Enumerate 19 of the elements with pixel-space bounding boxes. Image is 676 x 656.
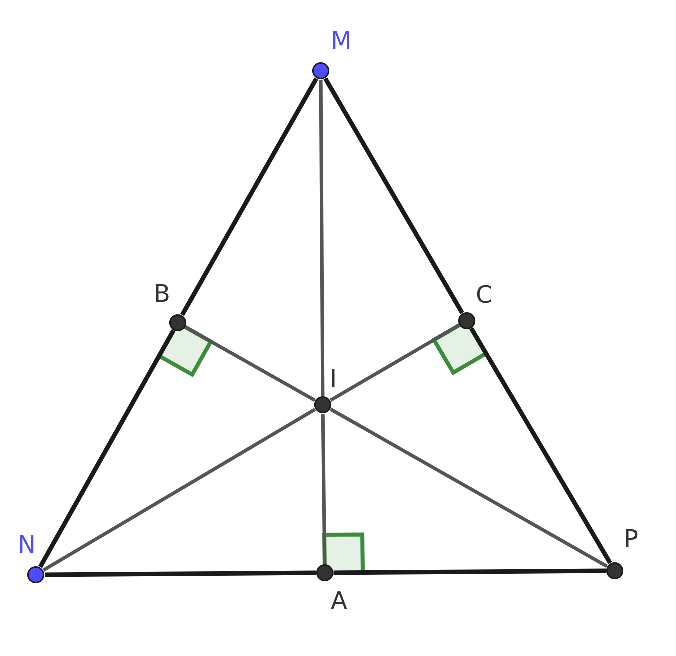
line-segment: [42, 408, 316, 572]
line-segment: [324, 78, 464, 314]
line-segment: [44, 570, 316, 578]
line-segment: [330, 408, 608, 568]
line-segment: [470, 328, 612, 564]
point-label: C: [476, 282, 493, 308]
line-segment: [330, 324, 460, 402]
line-segment: [319, 80, 325, 396]
line-segment: [38, 330, 176, 568]
line-segment: [184, 326, 316, 402]
point-label: M: [331, 28, 352, 54]
point-label: P: [624, 526, 638, 552]
point-label: A: [331, 588, 348, 614]
line-segment: [321, 414, 327, 564]
point-label: N: [18, 532, 36, 558]
point-label: I: [330, 366, 338, 392]
line-segment: [180, 78, 319, 316]
line-segment: [334, 568, 606, 576]
point-label: B: [154, 281, 170, 307]
